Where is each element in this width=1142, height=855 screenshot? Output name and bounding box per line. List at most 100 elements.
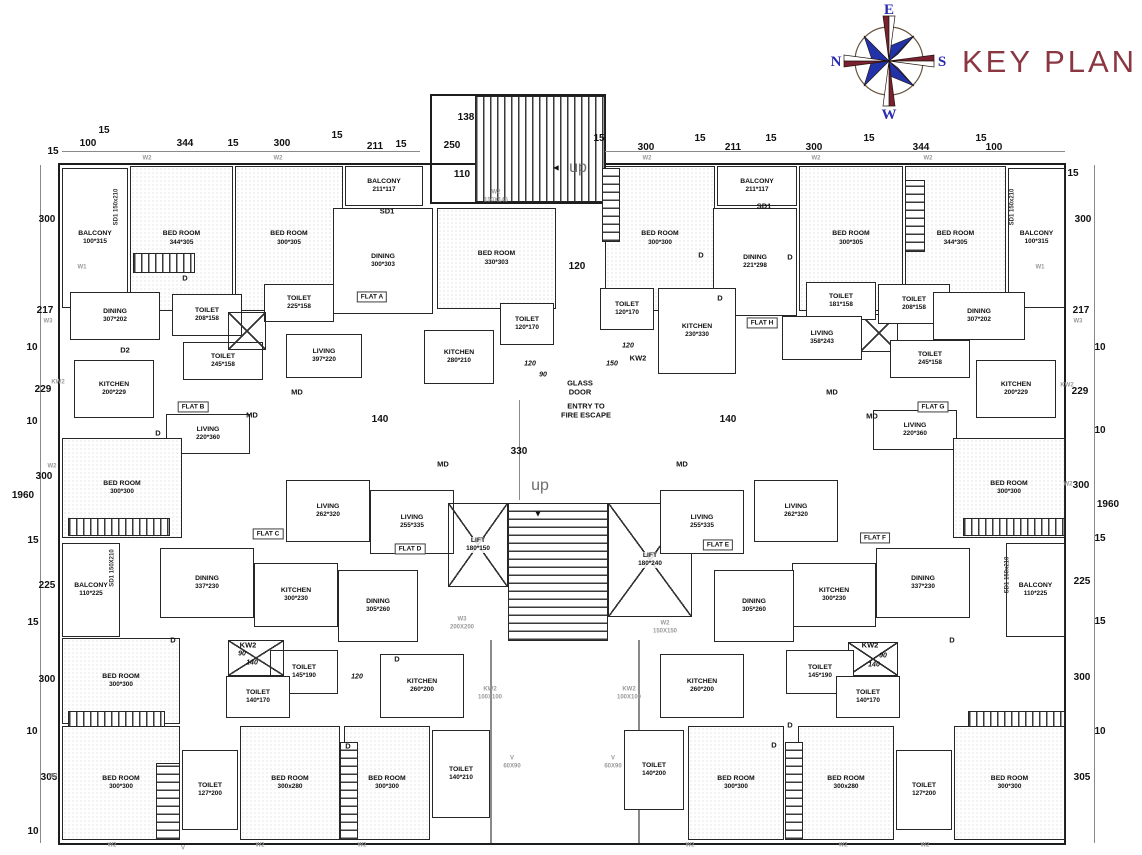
room-label: BALCONY [367, 177, 401, 185]
door-tag: D [787, 720, 793, 730]
door-tag: MD [866, 411, 878, 421]
flat-b-tag: FLAT B [177, 401, 209, 413]
room-label: TOILET [911, 781, 937, 789]
shaft-left [228, 312, 266, 350]
room-dimension: 300*300 [375, 783, 399, 791]
window-tag: W2 [255, 842, 265, 849]
door-tag: D [394, 654, 400, 664]
room-dimension: 280*210 [447, 357, 471, 365]
room-label: DINING [366, 597, 390, 605]
room-dimension: 260*200 [410, 686, 434, 694]
door-tag: SD1 [379, 206, 395, 216]
dimension-label: 300 [637, 141, 655, 153]
dimension-label: 225 [38, 579, 56, 591]
room-label: KITCHEN [443, 348, 475, 356]
room-dimension: 307*202 [103, 316, 127, 324]
room-dimension: 127*200 [912, 790, 936, 798]
room-dimension: 245*158 [918, 359, 942, 367]
window-tag: W2 150X145 [483, 189, 509, 204]
dimension-label: 138 [457, 111, 475, 123]
window-tag: W2 [1063, 481, 1073, 488]
dimension-label: 1960 [11, 489, 35, 501]
dimension-label: 300 [1072, 479, 1090, 491]
room-label: KITCHEN [818, 586, 850, 594]
window-tag: KW2 [1060, 382, 1074, 389]
stair-strip-8 [156, 763, 180, 840]
room-dimension: 300*300 [997, 783, 1022, 791]
window-tag: W1 [1035, 264, 1045, 271]
door-tag: MD [437, 459, 449, 469]
glass-door-label: GLASS DOOR [567, 378, 593, 397]
room-dimension: 211*117 [745, 186, 769, 194]
room-label: TOILET [210, 352, 236, 360]
dim-line-330 [519, 400, 520, 500]
room-label: KITCHEN [681, 322, 713, 330]
room-dimension: 180*150 [465, 545, 491, 554]
stair-top [475, 96, 605, 202]
door-tag: SD1 [756, 201, 772, 211]
door-tag: D2 [120, 345, 130, 355]
flat-h-tag: FLAT H [746, 317, 778, 329]
window-tag: V [180, 845, 186, 852]
dimension-label: 15 [27, 534, 39, 546]
dimension-label: 300 [1074, 213, 1092, 225]
room-dimension: 305*260 [366, 606, 390, 614]
window-tag: W3 [43, 318, 53, 325]
dimension-label: 10 [1094, 424, 1106, 436]
dimension-label: 15 [863, 132, 875, 144]
dimension-label: 229 [1071, 385, 1089, 397]
room-dimension: 305*260 [742, 606, 766, 614]
door-tag: D [787, 252, 793, 262]
room-label: BED ROOM [368, 774, 406, 782]
stair-strip-5 [963, 518, 1065, 536]
dimension-label: 344 [176, 137, 194, 149]
stair-strip-3 [602, 168, 620, 242]
stair-strip-4 [68, 518, 170, 536]
up-arrow-top: ◄ [551, 162, 561, 173]
dimension-label: 300 [35, 470, 53, 482]
door-tag: KW2 [861, 640, 879, 650]
window-tag: W2 [642, 155, 652, 162]
up-label-center: up [531, 477, 549, 494]
door-tag: MD [291, 387, 303, 397]
dimension-label: 15 [593, 132, 605, 144]
room-dimension: 262*320 [316, 511, 340, 519]
room-label: DINING [371, 252, 395, 260]
room-label: TOILET [245, 688, 271, 696]
room-dimension: 337*230 [195, 583, 219, 591]
dimension-label: 300 [1073, 671, 1091, 683]
dimension-label: 229 [34, 383, 52, 395]
dimension-label: 300 [273, 137, 291, 149]
door-tag: KW2 [629, 353, 647, 363]
room-label: BED ROOM [641, 230, 679, 238]
room-label: TOILET [828, 292, 854, 300]
door-tag: MD [826, 387, 838, 397]
dimension-label: 10 [26, 341, 38, 353]
door-tag: D [717, 293, 723, 303]
dim-line-top-left [62, 151, 420, 152]
door-tag: D [771, 740, 777, 750]
dimension-label: 300 [38, 673, 56, 685]
room-label: LIVING [784, 502, 808, 510]
stair-strip-10 [785, 742, 803, 840]
room-label: TOILET [286, 294, 312, 302]
door-tag: SD1 150x210 [113, 188, 120, 226]
dimension-label: 225 [1073, 575, 1091, 587]
dimension-label: 250 [443, 139, 461, 151]
up-label-top: up [569, 159, 587, 176]
